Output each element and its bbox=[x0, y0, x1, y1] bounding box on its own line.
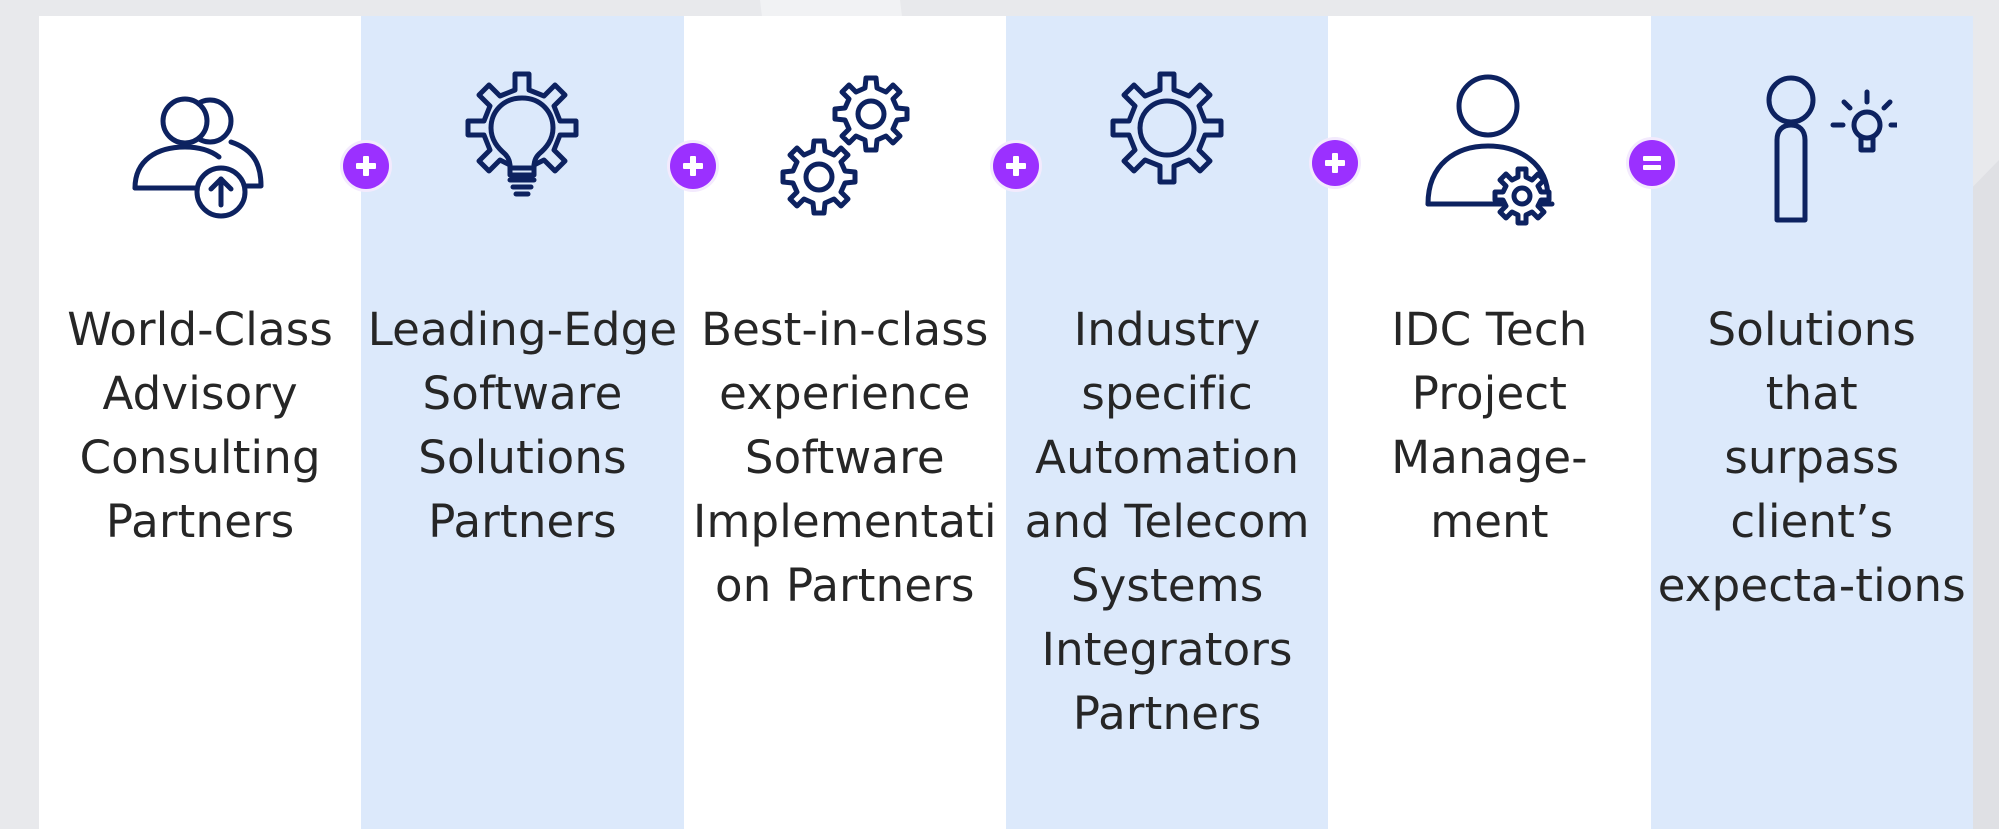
double-gears-icon bbox=[760, 58, 930, 228]
plus-icon bbox=[670, 143, 716, 189]
column-label: Solutions that surpass client’s expecta-… bbox=[1657, 303, 1966, 612]
column-industry: Industry specific Automation and Telecom… bbox=[1005, 16, 1329, 829]
plus-icon bbox=[1312, 140, 1358, 186]
plus-icon bbox=[993, 143, 1039, 189]
column-label: Leading-Edge Software Solutions Partners bbox=[367, 303, 678, 548]
people-upload-icon bbox=[115, 58, 285, 228]
column-label: Best-in-class experience Software Implem… bbox=[692, 303, 997, 612]
column-result: Solutions that surpass client’s expecta-… bbox=[1650, 16, 1973, 829]
equals-icon bbox=[1629, 140, 1675, 186]
column-implementation: Best-in-class experience Software Implem… bbox=[683, 16, 1006, 829]
column-software: Leading-Edge Software Solutions Partners bbox=[361, 16, 684, 829]
column-label: IDC Tech Project Manage- ment bbox=[1391, 303, 1588, 548]
column-idc: IDC Tech Project Manage- ment bbox=[1328, 16, 1651, 829]
gear-lightbulb-icon bbox=[437, 58, 607, 228]
diagram-panels: World-Class Advisory Consulting Partners… bbox=[39, 16, 1973, 829]
column-label: World-Class Advisory Consulting Partners bbox=[67, 303, 334, 548]
person-gear-icon bbox=[1404, 58, 1574, 228]
column-advisory: World-Class Advisory Consulting Partners bbox=[39, 16, 362, 829]
plus-icon bbox=[343, 143, 389, 189]
gear-icon bbox=[1082, 58, 1252, 228]
column-label: Industry specific Automation and Telecom… bbox=[1024, 303, 1310, 740]
person-idea-icon bbox=[1727, 58, 1897, 228]
